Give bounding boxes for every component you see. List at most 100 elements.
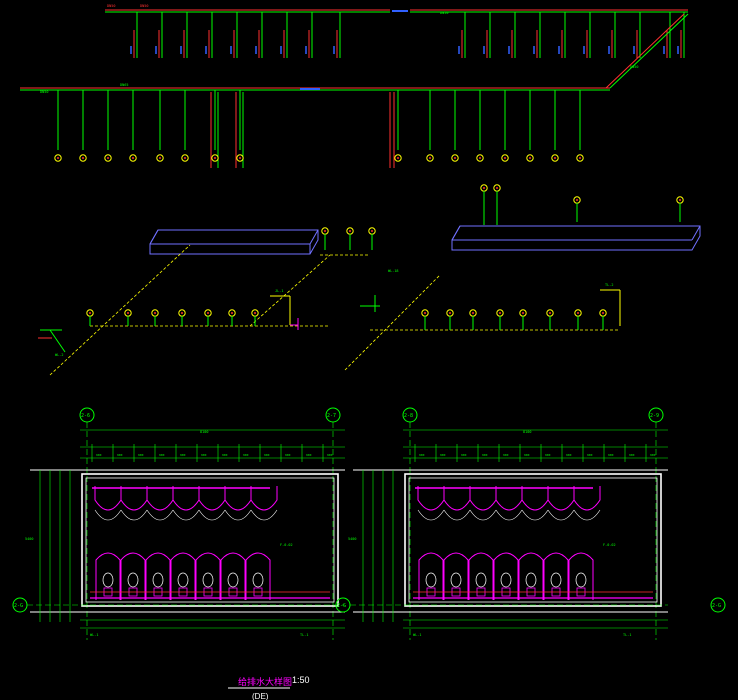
urinal [250,486,278,511]
pipe-tag: F-0.02 [603,543,616,547]
dim-text: 900 [117,453,123,457]
fixture-marker [129,154,137,162]
fixture-marker [79,154,87,162]
toilet-bowl [202,572,214,588]
urinal [495,486,523,511]
pipe-tag: TL-1 [300,633,308,637]
axis-label: 2-G [14,603,23,609]
fixture-marker [236,154,244,162]
fixture-arc [172,509,200,521]
fixture-marker [426,154,434,162]
fixture-marker-dot [424,312,426,314]
fixture-marker-dot [554,157,556,159]
toilet-bowl [425,572,437,588]
pipe-tag: JL-1 [275,289,283,293]
fixture-marker-dot [349,230,351,232]
axis-bubble [710,597,726,613]
dim-text: 900 [503,453,509,457]
fixture-marker-dot [449,312,451,314]
toilet-stall [543,552,569,600]
toilet-bowl [450,572,462,588]
main-tag: DN50 [630,65,638,69]
fixture-marker [104,154,112,162]
fixture-marker-dot [371,230,373,232]
drain-iso [344,274,441,371]
axis-label: 2-6 [81,413,90,419]
fixture-marker-dot [324,230,326,232]
fixture-marker-dot [454,157,456,159]
fixture-arc [120,509,148,521]
ground-line [49,329,66,353]
fixture-arc [250,509,278,521]
fixture-marker-dot [499,312,501,314]
axis-label: 2-G [712,603,721,609]
fixture-marker-dot [679,199,681,201]
toilet-bowl [227,572,239,588]
pipe-tag: F-0.02 [280,543,293,547]
fixture-marker-dot [483,187,485,189]
dim-text: 900 [285,453,291,457]
dim-text: 900 [419,453,425,457]
dim-text: 900 [96,453,102,457]
toilet-bowl [252,572,264,588]
urinal [198,486,226,511]
dim-text: 5400 [348,537,356,541]
toilet-stall [120,552,146,600]
dim-text: 900 [461,453,467,457]
fixture-marker [211,154,219,162]
fixture-marker [576,154,584,162]
fixture-marker-dot [159,157,161,159]
dim-text: 900 [482,453,488,457]
fixture-marker-dot [522,312,524,314]
pipe-tag: TL-2 [605,283,613,287]
fixture-arc [469,509,497,521]
toilet-stall [443,552,469,600]
dim-text: 8100 [523,430,531,434]
fixture-marker-dot [576,199,578,201]
toilet-stall [95,552,121,600]
fixture-marker-dot [549,312,551,314]
urinal [469,486,497,511]
fixture-marker-dot [479,157,481,159]
tank-edge [309,229,319,245]
toilet-stall [568,552,594,600]
toilet-stall [245,552,271,600]
urinal [443,486,471,511]
urinal [94,486,122,511]
toilet-bowl [127,572,139,588]
drain-iso [249,254,331,327]
toilet-bowl [525,572,537,588]
room-wall-inner [408,477,658,603]
fixture-arc [443,509,471,521]
urinal [146,486,174,511]
fixture-marker-dot [89,312,91,314]
toilet-bowl [550,572,562,588]
dim-text: 900 [159,453,165,457]
fixture-marker-dot [429,157,431,159]
fixture-arc [94,509,122,521]
dim-text: 900 [440,453,446,457]
dim-text: 900 [243,453,249,457]
pipe-tag: WL-1 [90,633,98,637]
fixture-arc [146,509,174,521]
main-tag: DN65 [120,83,128,87]
drawing-scale: 1:50 [292,675,310,685]
dim-text: 900 [608,453,614,457]
fixture-marker-dot [132,157,134,159]
room-wall-inner [85,477,335,603]
fixture-marker [181,154,189,162]
dim-text: 8100 [200,430,208,434]
fixture-marker [54,154,62,162]
dim-text: 900 [201,453,207,457]
tank-edge [149,229,159,245]
fixture-marker [501,154,509,162]
fixture-marker [156,154,164,162]
fixture-marker-dot [214,157,216,159]
urinal [521,486,549,511]
main-tag: DN50 [107,4,115,8]
dim-text: 900 [629,453,635,457]
dim-text: 900 [264,453,270,457]
room-wall [81,473,339,607]
main-tag: DN50 [40,90,48,94]
